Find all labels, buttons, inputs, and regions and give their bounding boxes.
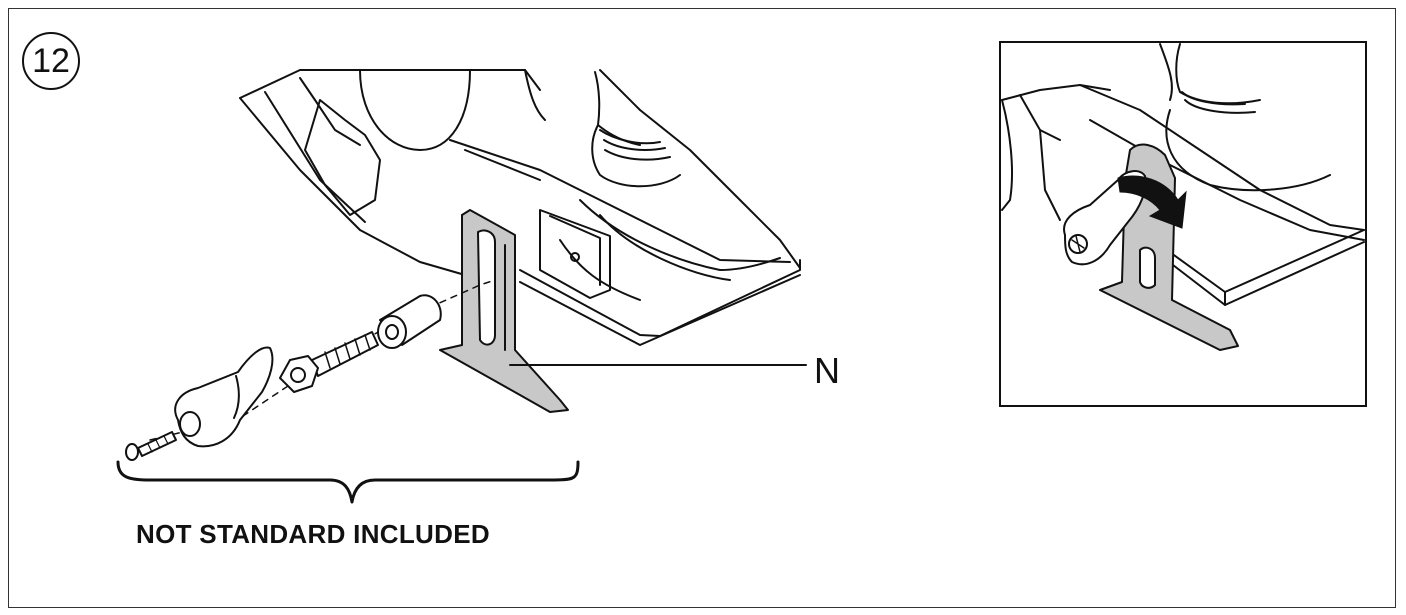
step-number-badge: 12 — [22, 32, 80, 90]
step-number: 12 — [32, 42, 70, 80]
saw-body — [239, 69, 801, 346]
inset-illustration — [999, 41, 1367, 407]
inset-frame — [999, 41, 1367, 407]
caption-not-standard-included: NOT STANDARD INCLUDED — [136, 519, 490, 549]
spacer-sleeve — [377, 294, 442, 349]
parallel-guide-n — [439, 209, 569, 413]
rotate-arrow-icon — [1117, 175, 1187, 229]
brace — [116, 460, 580, 504]
bolt — [279, 331, 379, 393]
figure-frame — [8, 8, 1396, 608]
screw — [125, 431, 177, 461]
lever-knob — [174, 346, 274, 448]
part-label-n: N — [814, 350, 840, 391]
